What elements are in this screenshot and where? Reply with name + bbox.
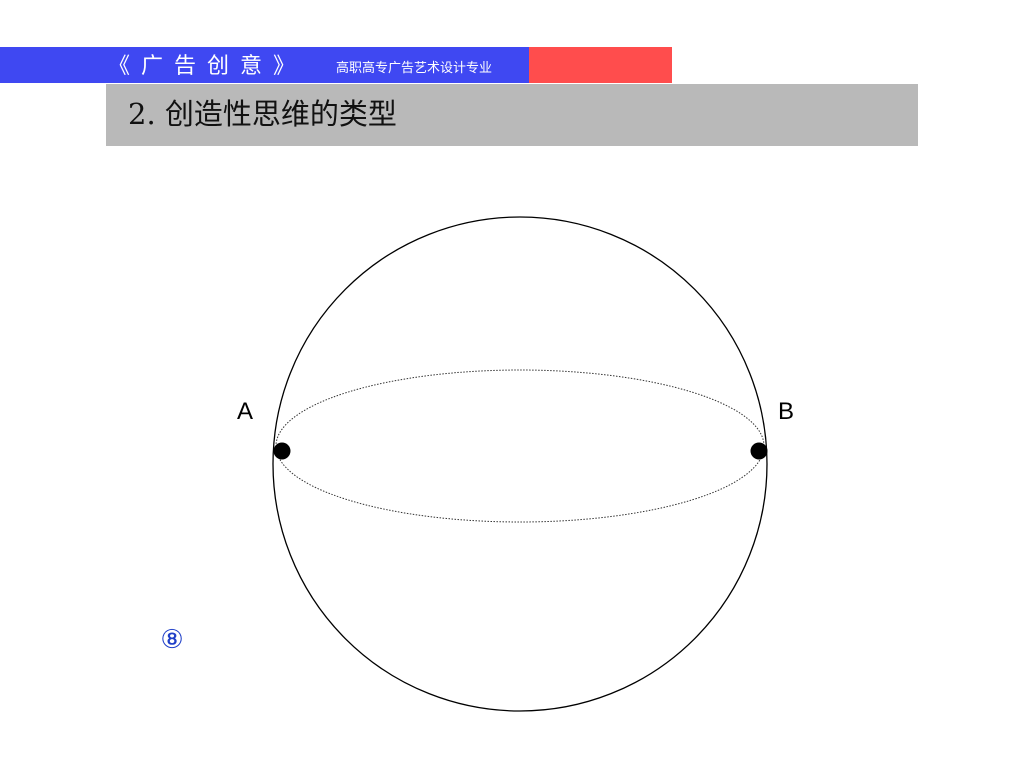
- point-a-label: A: [237, 398, 253, 425]
- section-title-bar: [106, 84, 918, 146]
- header-accent-block: [529, 47, 672, 83]
- sphere-equator-ellipse: [275, 369, 765, 523]
- course-subtitle: 高职高专广告艺术设计专业: [336, 61, 493, 76]
- point-a-dot: [273, 442, 291, 460]
- section-title: 2. 创造性思维的类型: [128, 97, 397, 131]
- sphere-outline: [272, 216, 768, 712]
- point-b-label: B: [778, 398, 794, 425]
- point-b-dot: [750, 442, 768, 460]
- course-title: 《广告创意》: [108, 54, 307, 79]
- sequence-number-label: ⑧: [160, 625, 184, 655]
